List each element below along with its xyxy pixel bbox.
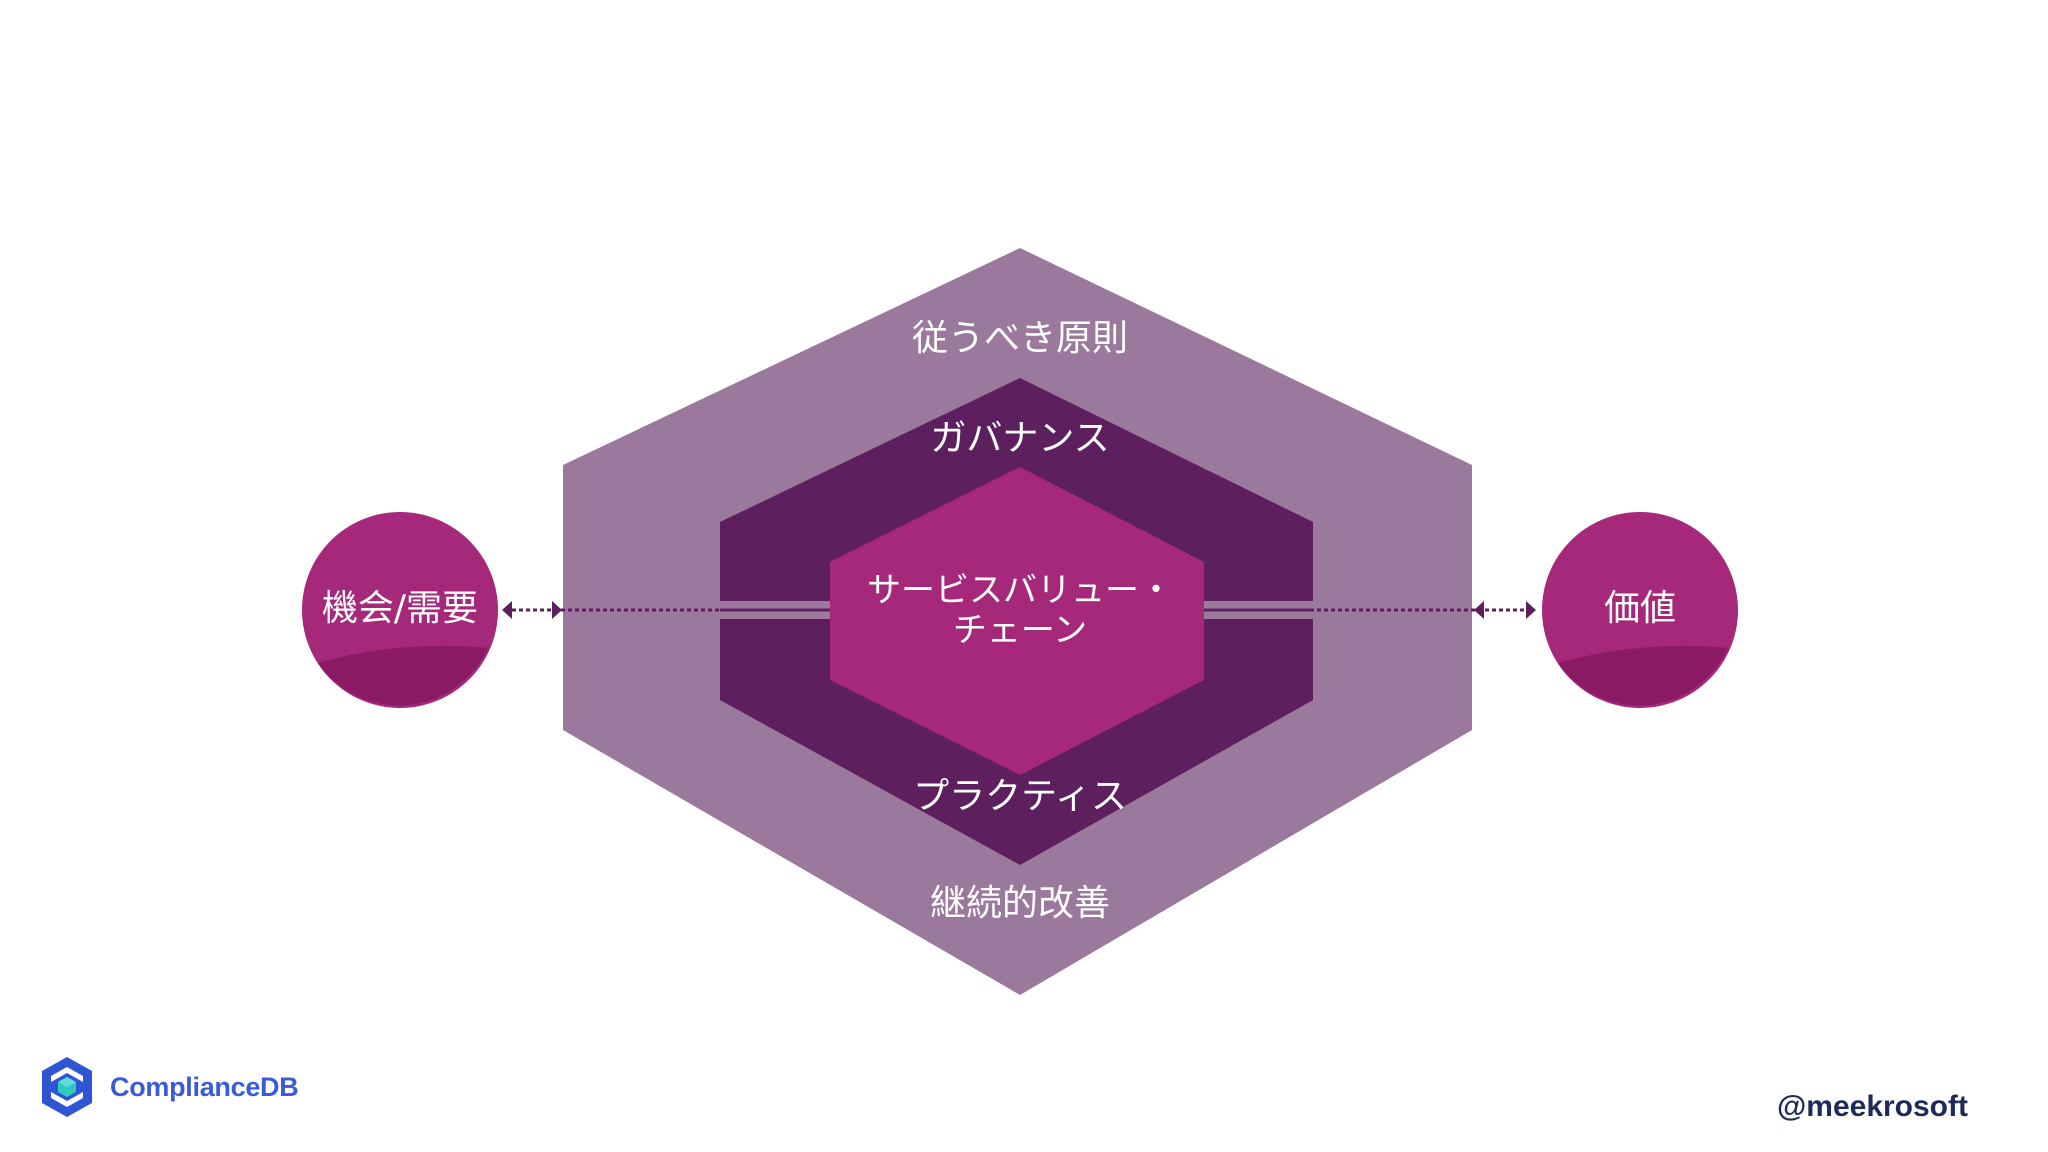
core-hexagon (830, 467, 1204, 775)
core-label-line1: サービスバリュー・ (867, 571, 1173, 611)
outer-layer-bottom-label: 継続的改善 (930, 883, 1110, 924)
input-node-shadow (318, 645, 488, 706)
middle-layer-top-label: ガバナンス (930, 418, 1109, 459)
compliancedb-logo-icon (42, 1057, 92, 1117)
brand-name: ComplianceDB (110, 1071, 299, 1102)
core-label-line2: チェーン (953, 611, 1087, 651)
arrowhead-left-inward (552, 601, 562, 619)
arrowhead-right-inward (1474, 601, 1484, 619)
input-node-label: 機会/需要 (322, 588, 478, 629)
arrowhead-right-outward (1526, 601, 1536, 619)
output-node-label: 価値 (1604, 588, 1676, 629)
author-handle: @meekrosoft (1777, 1090, 1968, 1123)
brand-logo: ComplianceDB (40, 1052, 299, 1122)
outer-layer-top-label: 従うべき原則 (912, 318, 1128, 359)
arrowhead-left-outward (502, 601, 512, 619)
middle-layer-bottom-label: プラクティス (913, 776, 1127, 817)
output-node-shadow (1558, 645, 1728, 706)
